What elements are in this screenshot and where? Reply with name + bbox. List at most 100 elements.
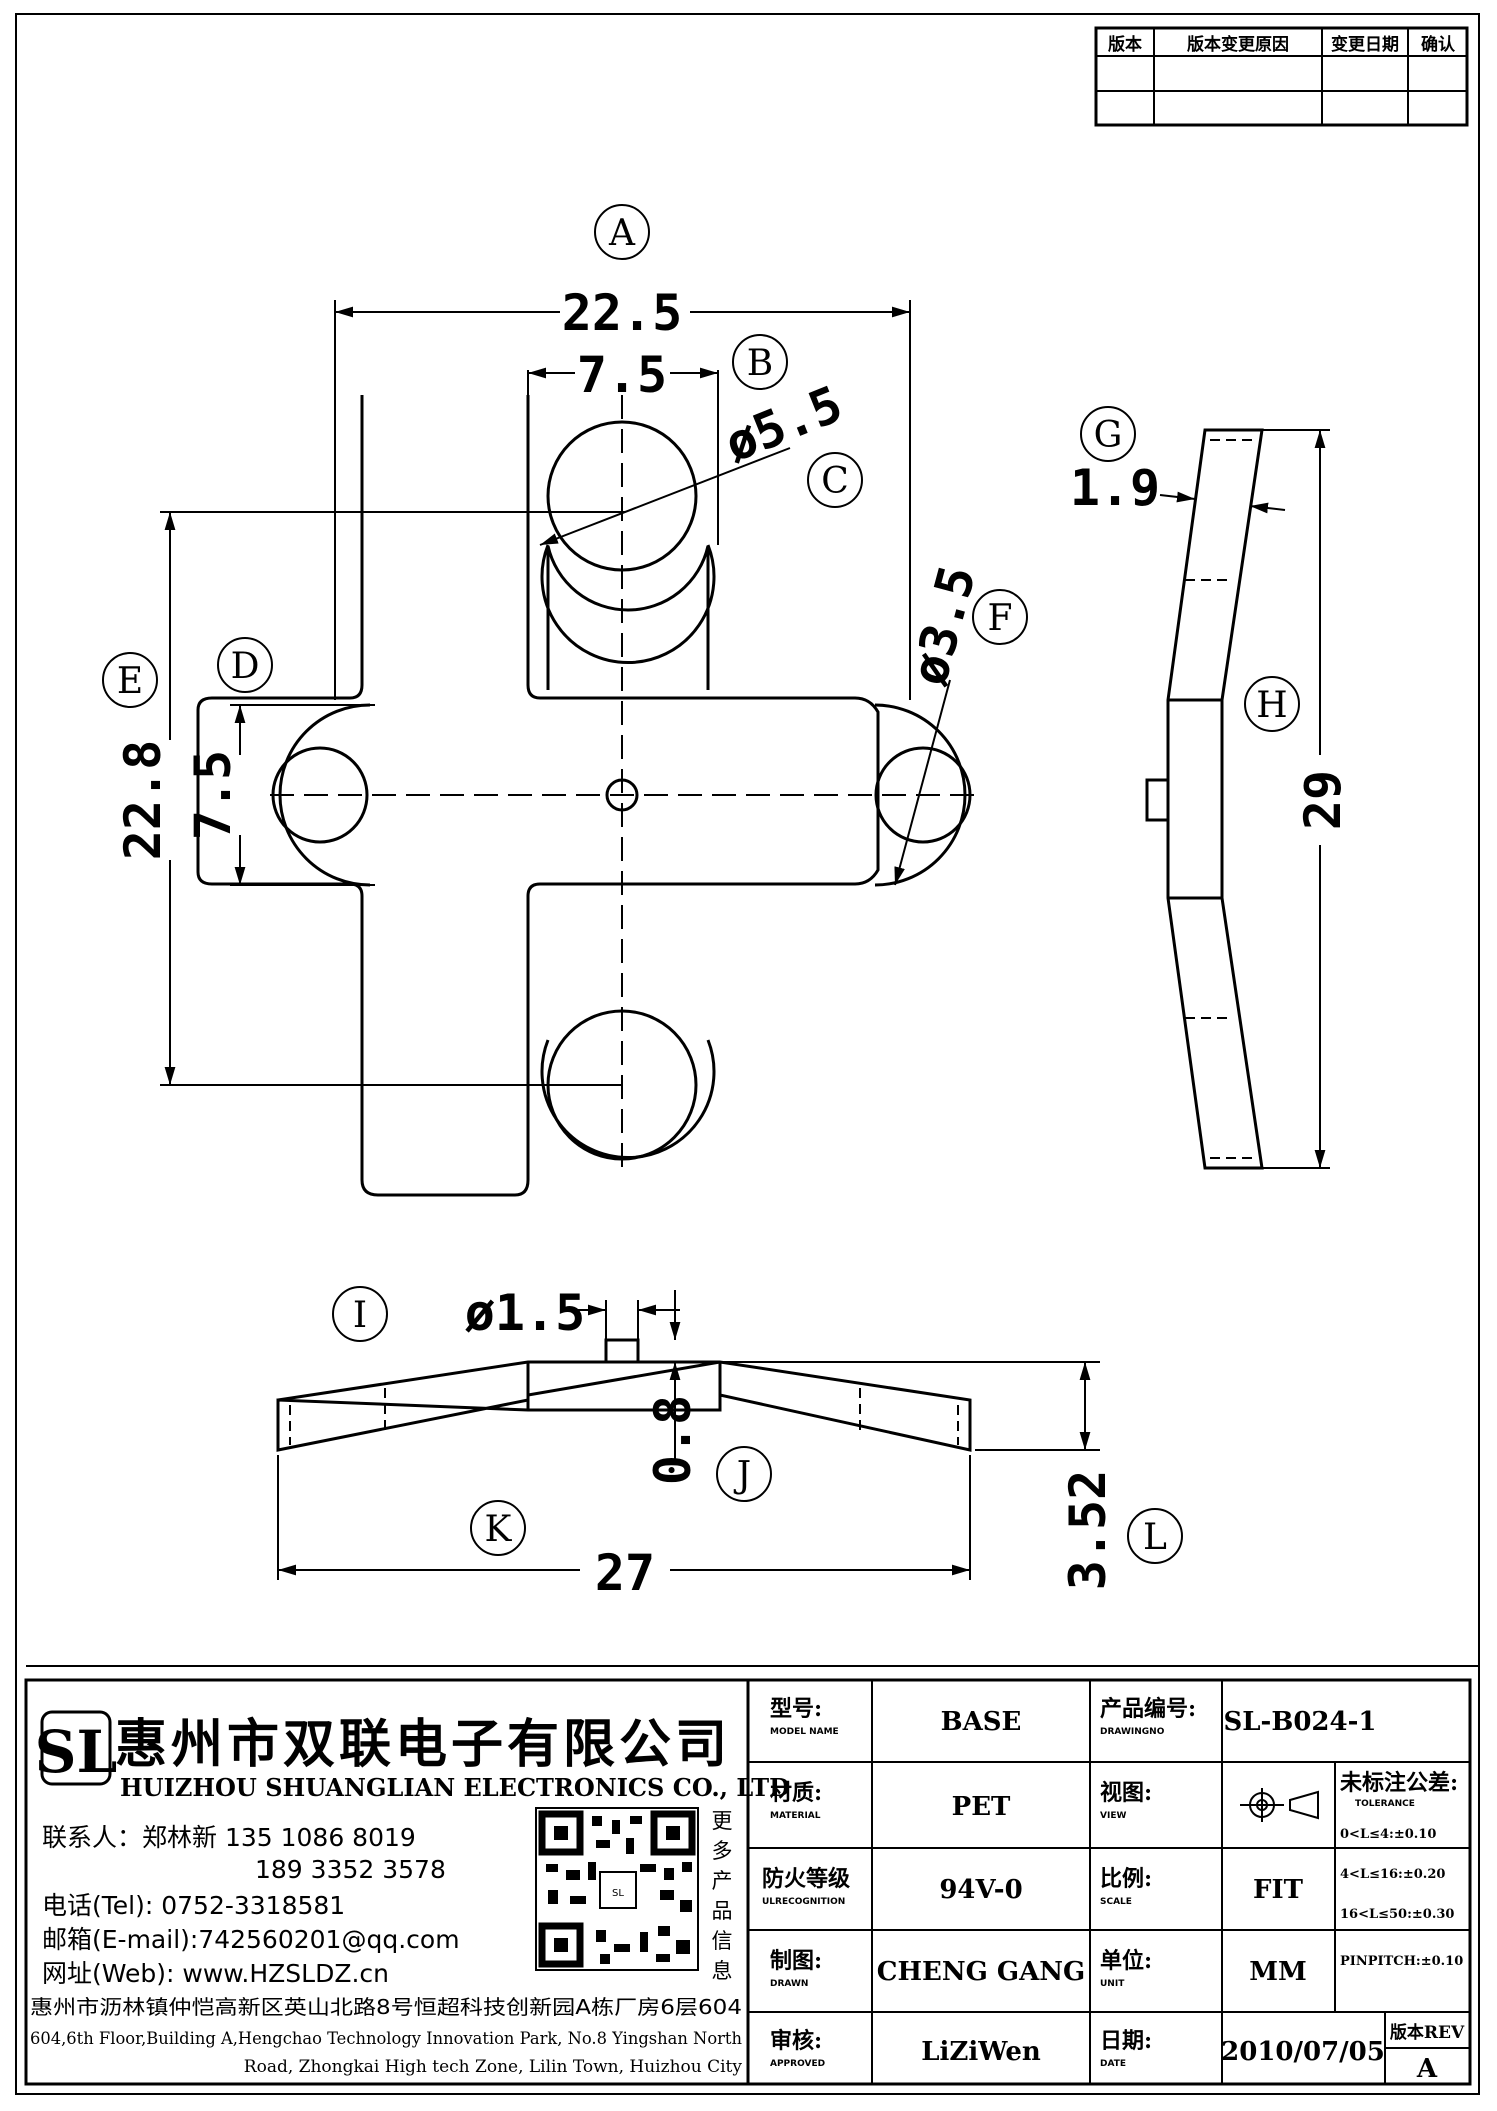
dim-A-value: 22.5: [562, 284, 682, 342]
drawing-no-value: SL-B024-1: [1224, 1707, 1377, 1737]
approved-label: 审核:: [770, 2028, 822, 2054]
company-name-en: HUIZHOU SHUANGLIAN ELECTRONICS CO., LTD: [120, 1773, 790, 1802]
svg-text:信: 信: [712, 1929, 733, 1953]
qr-code-icon: SL: [535, 1807, 699, 1971]
address-en-line2: Road, Zhongkai High tech Zone, Lilin Tow…: [244, 2057, 743, 2077]
svg-text:更: 更: [712, 1809, 733, 1833]
scale-label-en: SCALE: [1100, 1897, 1132, 1907]
material-value: PET: [952, 1792, 1011, 1822]
label-D: D: [217, 637, 273, 693]
label-B: B: [732, 334, 788, 390]
label-E: E: [102, 652, 158, 708]
svg-text:A: A: [608, 213, 636, 254]
tolerance-4: PINPITCH:±0.10: [1340, 1954, 1463, 1969]
svg-text:SL: SL: [35, 1718, 118, 1786]
front-view-dimensions: [277, 1290, 1100, 1580]
svg-text:I: I: [353, 1295, 367, 1336]
tolerance-1: 0<L≤4:±0.10: [1340, 1827, 1436, 1842]
centerlines: [270, 395, 975, 1170]
approved-label-en: APPROVED: [770, 2059, 825, 2069]
label-H: H: [1244, 676, 1300, 732]
svg-text:H: H: [1256, 685, 1287, 726]
side-view: [1145, 428, 1264, 1170]
base-outline: [196, 395, 880, 1197]
svg-text:SL: SL: [612, 1888, 624, 1899]
svg-text:产: 产: [712, 1869, 733, 1893]
rev-header-confirm: 确认: [1421, 34, 1456, 55]
fire-rating-label-en: ULRECOGNITION: [762, 1897, 845, 1907]
drawn-label: 制图:: [770, 1948, 822, 1974]
model-label-en: MODEL NAME: [770, 1727, 839, 1737]
revision-table: 版本 版本变更原因 变更日期 确认: [1094, 26, 1469, 127]
rev-header-version: 版本: [1108, 34, 1142, 55]
front-view-hidden-lines: [289, 1388, 959, 1445]
title-block: [24, 1665, 1480, 2086]
dim-B-value: 7.5: [577, 346, 667, 404]
date-label: 日期:: [1100, 2028, 1152, 2054]
material-label: 材质:: [770, 1780, 822, 1806]
svg-text:多: 多: [712, 1839, 733, 1863]
dim-L-value: 3.52: [1059, 1470, 1117, 1590]
rev-label: 版本REV: [1390, 2022, 1465, 2043]
label-A: A: [594, 204, 650, 260]
projection-symbol-icon: [1240, 1788, 1319, 1822]
dim-I-value: ø1.5: [465, 1284, 585, 1342]
tolerance-3: 16<L≤50:±0.30: [1340, 1907, 1454, 1922]
tolerance-2: 4<L≤16:±0.20: [1340, 1867, 1445, 1882]
drawn-value: CHENG GANG: [877, 1957, 1085, 1987]
side-view-hidden-lines: [1185, 439, 1252, 1159]
label-G: G: [1080, 406, 1136, 462]
drawing-no-label: 产品编号:: [1100, 1696, 1196, 1722]
more-info-vertical: 更 多 产 品 信 息: [712, 1809, 733, 1983]
website: 网址(Web): www.HZSLDZ.cn: [42, 1959, 389, 1988]
address-cn: 惠州市沥林镇仲恺高新区英山北路8号恒超科技创新园A栋厂房6层604: [30, 1995, 742, 2019]
rev-header-date: 变更日期: [1331, 34, 1399, 55]
tolerance-label-en: TOLERANCE: [1355, 1799, 1415, 1809]
contact-phone-2: 189 3352 3578: [255, 1855, 446, 1884]
tel: 电话(Tel): 0752-3318581: [42, 1891, 345, 1920]
label-J: J: [716, 1446, 772, 1502]
unit-label: 单位:: [1100, 1948, 1152, 1974]
company-logo-icon: SL: [35, 1710, 118, 1786]
model-label: 型号:: [770, 1696, 822, 1722]
drawing-no-label-en: DRAWINGNO: [1100, 1727, 1165, 1737]
scale-value: FIT: [1253, 1875, 1304, 1905]
view-label: 视图:: [1100, 1780, 1152, 1806]
contact-person: 联系人：郑林新 135 1086 8019: [42, 1823, 416, 1852]
drawn-label-en: DRAWN: [770, 1979, 808, 1989]
svg-text:品: 品: [712, 1899, 733, 1923]
dim-K-value: 27: [595, 1544, 655, 1602]
dim-H-value: 29: [1294, 770, 1352, 830]
dim-C-value: ø5.5: [717, 375, 850, 474]
svg-text:G: G: [1094, 415, 1123, 456]
front-view: [276, 1338, 972, 1452]
svg-text:K: K: [485, 1509, 513, 1550]
rev-value: A: [1416, 2054, 1438, 2084]
svg-text:E: E: [117, 661, 143, 702]
company-name-cn: 惠州市双联电子有限公司: [115, 1714, 731, 1775]
svg-text:B: B: [747, 343, 773, 384]
label-C: C: [807, 452, 863, 508]
dim-J-value: 0.8: [644, 1395, 702, 1485]
unit-value: MM: [1249, 1957, 1307, 1987]
top-view-dimensions: [160, 300, 951, 1086]
title-block-fields: 型号: MODEL NAME BASE 产品编号: DRAWINGNO SL-B…: [762, 1696, 1465, 2084]
email: 邮箱(E-mail):742560201@qq.com: [42, 1925, 460, 1954]
side-view-dimensions: [1159, 429, 1330, 1169]
svg-text:L: L: [1143, 1517, 1167, 1558]
top-boss-outer: [540, 544, 716, 665]
fire-rating-label: 防火等级: [762, 1866, 850, 1892]
material-label-en: MATERIAL: [770, 1811, 821, 1821]
fire-rating-value: 94V-0: [939, 1875, 1022, 1905]
label-L: L: [1127, 1508, 1183, 1564]
svg-text:J: J: [733, 1455, 751, 1496]
address-en-line1: 604,6th Floor,Building A,Hengchao Techno…: [30, 2029, 742, 2049]
svg-text:C: C: [821, 461, 849, 502]
unit-label-en: UNIT: [1100, 1979, 1125, 1989]
label-F: F: [972, 589, 1028, 645]
sheet-border: [15, 13, 1480, 2095]
dim-E-value: 22.8: [114, 740, 172, 860]
callout-labels: A B C D E F G H I J K L: [102, 204, 1300, 1564]
view-label-en: VIEW: [1100, 1811, 1126, 1821]
dim-D-value: 7.5: [184, 750, 242, 840]
